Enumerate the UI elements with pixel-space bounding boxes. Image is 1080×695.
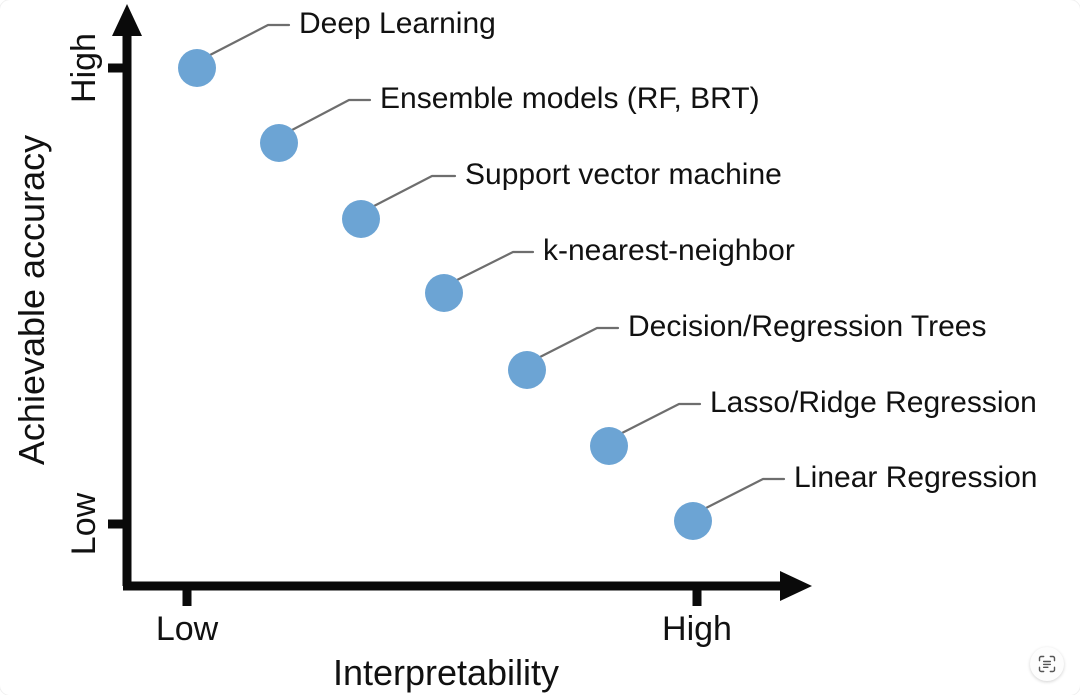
leader-line <box>208 23 291 57</box>
data-point-label: Deep Learning <box>299 7 496 40</box>
y-tick-label-high: High <box>65 33 103 103</box>
leader-line <box>372 174 457 208</box>
y-axis-group <box>108 4 142 586</box>
x-axis-title: Interpretability <box>333 652 559 693</box>
data-point-group: Linear Regression <box>674 461 1037 540</box>
data-point-marker[interactable] <box>260 124 298 162</box>
data-point-marker[interactable] <box>425 274 463 312</box>
x-axis-arrowhead <box>780 571 812 601</box>
data-point-group: Support vector machine <box>342 158 782 238</box>
data-point-group: Decision/Regression Trees <box>508 310 987 389</box>
data-point-label: Ensemble models (RF, BRT) <box>380 82 760 115</box>
data-point-label: k-nearest-neighbor <box>543 234 795 267</box>
data-point-marker[interactable] <box>342 200 380 238</box>
x-tick-label-low: Low <box>156 610 219 648</box>
data-point-marker[interactable] <box>674 502 712 540</box>
data-point-group: Ensemble models (RF, BRT) <box>260 82 760 162</box>
y-axis-title: Achievable accuracy <box>11 135 52 465</box>
data-point-label: Support vector machine <box>465 158 782 191</box>
data-point-marker[interactable] <box>590 427 628 465</box>
data-point-group: k-nearest-neighbor <box>425 234 795 312</box>
leader-line <box>538 326 620 359</box>
scan-text-button[interactable] <box>1030 647 1064 681</box>
x-tick-label-high: High <box>662 610 732 648</box>
leader-line <box>620 402 702 435</box>
y-axis-arrowhead <box>112 4 142 36</box>
leader-line <box>704 477 786 510</box>
data-point-group: Deep Learning <box>178 7 496 87</box>
scan-text-icon <box>1038 655 1056 673</box>
leader-line <box>290 98 372 132</box>
data-point-marker[interactable] <box>508 351 546 389</box>
data-point-group: Lasso/Ridge Regression <box>590 386 1037 465</box>
data-point-marker[interactable] <box>178 49 216 87</box>
leader-line <box>455 250 535 282</box>
y-tick-label-low: Low <box>65 492 103 555</box>
data-point-label: Linear Regression <box>794 461 1037 494</box>
data-point-label: Decision/Regression Trees <box>628 310 987 343</box>
data-point-label: Lasso/Ridge Regression <box>710 386 1037 419</box>
x-axis-group <box>123 571 812 606</box>
